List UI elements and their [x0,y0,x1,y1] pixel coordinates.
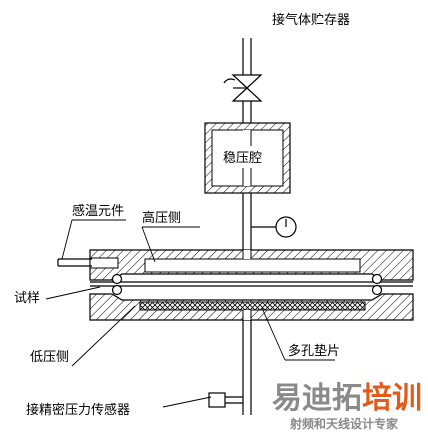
specimen-layer [90,273,413,296]
leader-lines [45,219,335,408]
pressure-sensor-label: 接精密压力传感器 [26,402,130,418]
inlet-pipe [242,38,252,123]
temp-sensor-label: 感温元件 [72,203,124,219]
porous-pad-label: 多孔垫片 [288,343,340,359]
watermark-main-b: 培训 [362,381,422,416]
pressure-chamber [204,122,291,194]
watermark: 易迪拓 培训 射频和天线设计专家 [272,381,422,431]
temperature-sensor [57,258,92,267]
high-pressure-side-label: 高压侧 [142,210,181,226]
specimen-label: 试样 [14,291,40,306]
pressure-chamber-label: 稳压腔 [223,150,262,166]
upper-cell-body [89,249,414,281]
watermark-subtitle: 射频和天线设计专家 [289,416,399,431]
outlet-pipe [208,320,252,415]
valve-icon [223,74,263,102]
watermark-main-a: 易迪拓 [272,381,362,416]
gas-reservoir-label: 接气体贮存器 [272,12,350,28]
chamber-to-cell-pipe [242,193,252,250]
low-pressure-side-label: 低压侧 [30,350,69,365]
lower-cell-body [89,293,414,321]
pressure-gauge-icon [251,216,297,238]
